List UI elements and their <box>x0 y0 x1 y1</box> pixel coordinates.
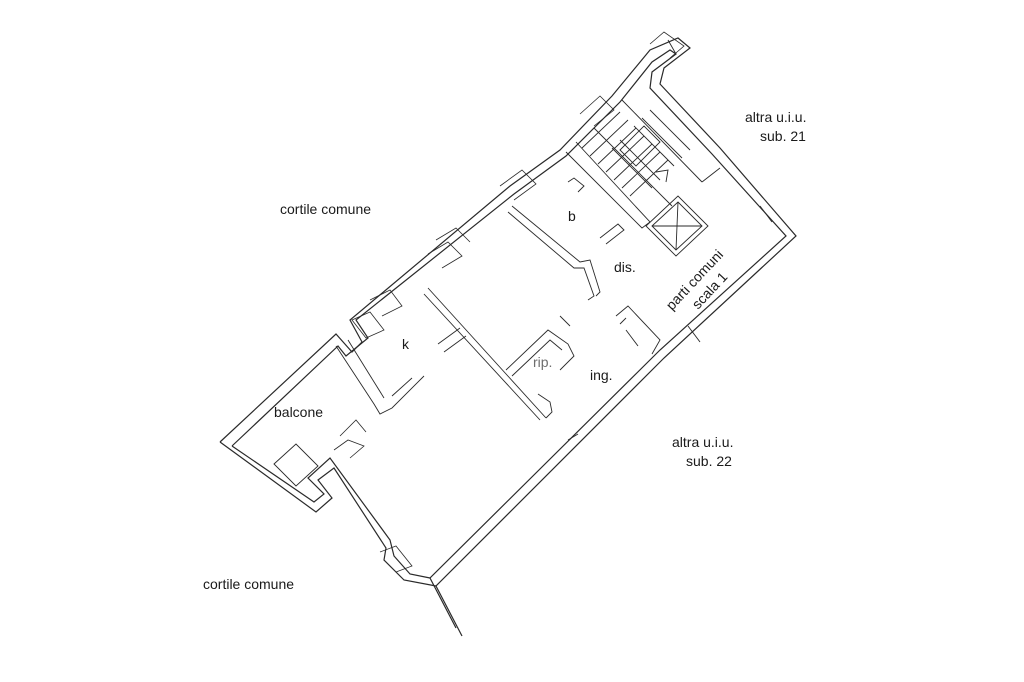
lift-shaft <box>645 195 709 257</box>
opening-ticks <box>625 39 773 347</box>
label-cortile-top: cortile comune <box>280 201 371 217</box>
window-markers <box>333 31 685 573</box>
label-altra-21-line2: sub. 21 <box>760 128 806 144</box>
interior-partitions <box>335 99 721 441</box>
label-room-ing: ing. <box>590 367 613 383</box>
staircase <box>581 109 691 197</box>
label-room-rip: rip. <box>533 354 552 370</box>
outer-walls <box>219 37 797 637</box>
label-altra-22-line2: sub. 22 <box>686 453 732 469</box>
label-balcone: balcone <box>274 404 323 420</box>
label-cortile-bottom: cortile comune <box>203 576 294 592</box>
label-altra-22-line1: altra u.i.u. <box>672 434 733 450</box>
label-room-k: k <box>402 336 410 352</box>
label-room-b: b <box>568 208 576 224</box>
balcony-square <box>273 443 319 487</box>
label-room-dis: dis. <box>614 259 636 275</box>
label-altra-21-line1: altra u.i.u. <box>745 109 806 125</box>
